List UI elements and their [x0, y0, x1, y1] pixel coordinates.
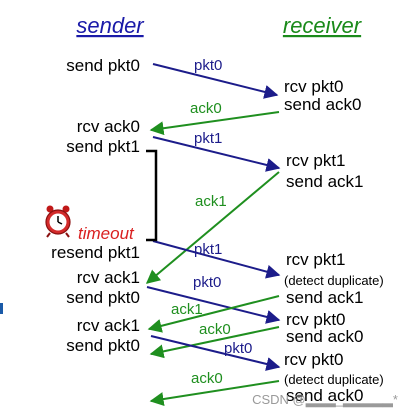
watermark: CSDN @▂▂▂_▂▂▂▂▂* — [252, 392, 398, 408]
message-arrow-ack0-dup — [149, 380, 280, 406]
receiver-event: send ack0 — [284, 95, 362, 114]
message-label: pkt0 — [224, 340, 252, 357]
message-arrow-pkt0 — [146, 286, 281, 324]
message-arrow-pkt1-resend — [152, 240, 281, 279]
sender-header: sender — [76, 13, 145, 38]
sender-event: resend pkt1 — [51, 243, 140, 262]
message-arrow-ack1 — [145, 171, 280, 284]
receiver-event: rcv pkt1 — [286, 151, 346, 170]
message-label: ack0 — [190, 100, 222, 117]
receiver-event-note: (detect duplicate) — [284, 273, 384, 288]
timeout-label: timeout — [78, 224, 135, 243]
receiver-event: rcv pkt0 — [284, 350, 344, 369]
message-arrow-ack0 — [149, 326, 280, 359]
receiver-event: send ack1 — [286, 172, 364, 191]
message-arrow-ack0 — [149, 111, 280, 136]
receiver-event: rcv pkt1 — [286, 250, 346, 269]
sender-event: rcv ack1 — [77, 268, 140, 287]
message-label: ack0 — [191, 370, 223, 387]
sender-event: send pkt0 — [66, 288, 140, 307]
receiver-event: send ack0 — [286, 386, 364, 405]
sender-event: send pkt0 — [66, 336, 140, 355]
message-label: ack1 — [195, 193, 227, 210]
message-label: pkt0 — [194, 57, 222, 74]
message-label: ack1 — [171, 301, 203, 318]
receiver-event-note: (detect duplicate) — [284, 372, 384, 387]
message-label: pkt1 — [194, 130, 222, 147]
message-label: pkt1 — [194, 241, 222, 258]
receiver-event: send ack1 — [286, 288, 364, 307]
sender-event: send pkt1 — [66, 137, 140, 156]
sender-event: rcv ack0 — [77, 117, 140, 136]
receiver-header: receiver — [283, 13, 363, 38]
message-arrow-pkt1 — [152, 136, 281, 172]
alarm-clock-icon — [45, 205, 71, 238]
message-arrow-ack1-dup — [147, 295, 280, 333]
message-arrow-pkt0 — [152, 63, 279, 99]
sender-event: send pkt0 — [66, 56, 140, 75]
message-arrow-pkt0-dup — [150, 335, 281, 371]
sender-event: rcv ack1 — [77, 316, 140, 335]
receiver-event: send ack0 — [286, 327, 364, 346]
edge-mark — [0, 303, 3, 314]
receiver-event: rcv pkt0 — [284, 77, 344, 96]
receiver-event: rcv pkt0 — [286, 310, 346, 329]
message-label: pkt0 — [193, 274, 221, 291]
timeout-bracket — [146, 149, 158, 242]
message-label: ack0 — [199, 321, 231, 338]
